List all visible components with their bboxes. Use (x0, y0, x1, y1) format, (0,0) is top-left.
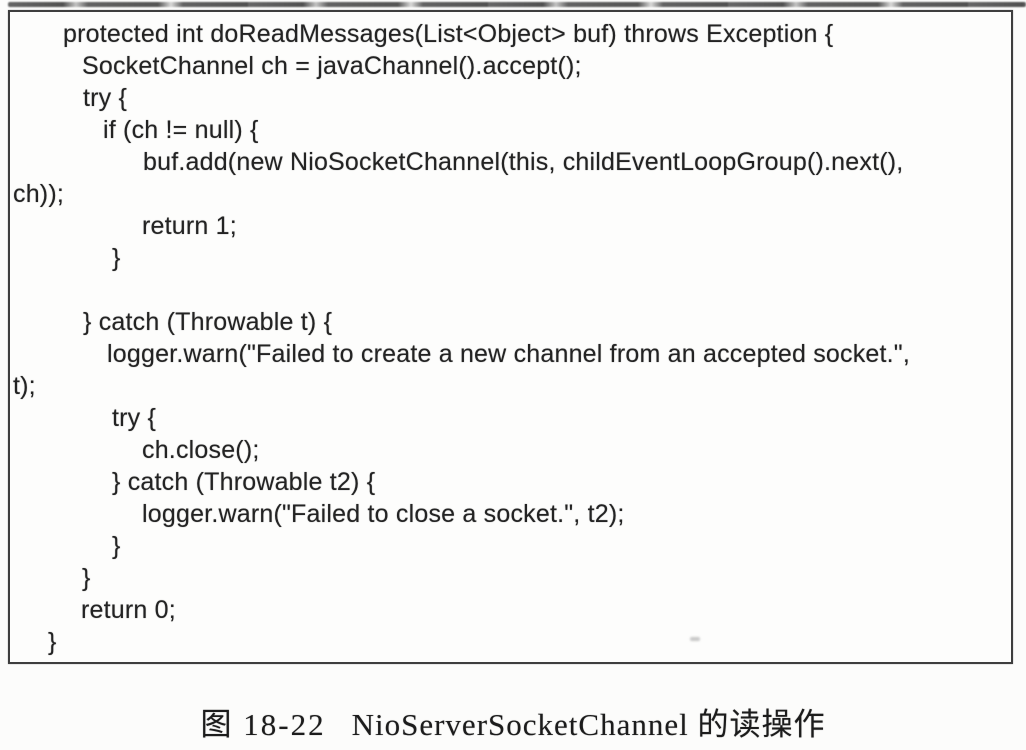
scan-artifact-top-band (8, 2, 1026, 7)
code-line: } (112, 244, 121, 272)
figure-caption-title: NioServerSocketChannel 的读操作 (351, 707, 826, 742)
code-line: logger.warn("Failed to close a socket.",… (142, 500, 625, 528)
code-line: ch.close(); (142, 436, 260, 464)
code-line: t); (13, 372, 36, 400)
code-line: ch)); (13, 180, 64, 208)
code-line: } catch (Throwable t) { (83, 308, 333, 336)
code-line: } (82, 564, 91, 592)
code-line: SocketChannel ch = javaChannel().accept(… (82, 52, 582, 80)
code-line (10, 274, 1011, 306)
code-line: buf.add(new NioSocketChannel(this, child… (143, 148, 904, 176)
code-line: logger.warn("Failed to create a new chan… (107, 340, 911, 368)
code-line: return 0; (81, 596, 176, 624)
code-line: try { (83, 84, 128, 112)
figure-caption-label: 图 18-22 (200, 707, 326, 742)
figure-caption: 图 18-22 NioServerSocketChannel 的读操作 (0, 699, 1026, 744)
code-line: } (48, 628, 57, 656)
code-line: protected int doReadMessages(List<Object… (63, 20, 834, 48)
scan-artifact-dot (690, 637, 700, 641)
code-line: } catch (Throwable t2) { (112, 468, 376, 496)
code-line: try { (112, 404, 157, 432)
code-figure-box: protected int doReadMessages(List<Object… (8, 10, 1013, 664)
code-line: return 1; (142, 212, 237, 240)
code-line: } (112, 532, 121, 560)
code-line: if (ch != null) { (103, 116, 259, 144)
code-block: protected int doReadMessages(List<Object… (10, 12, 1011, 658)
